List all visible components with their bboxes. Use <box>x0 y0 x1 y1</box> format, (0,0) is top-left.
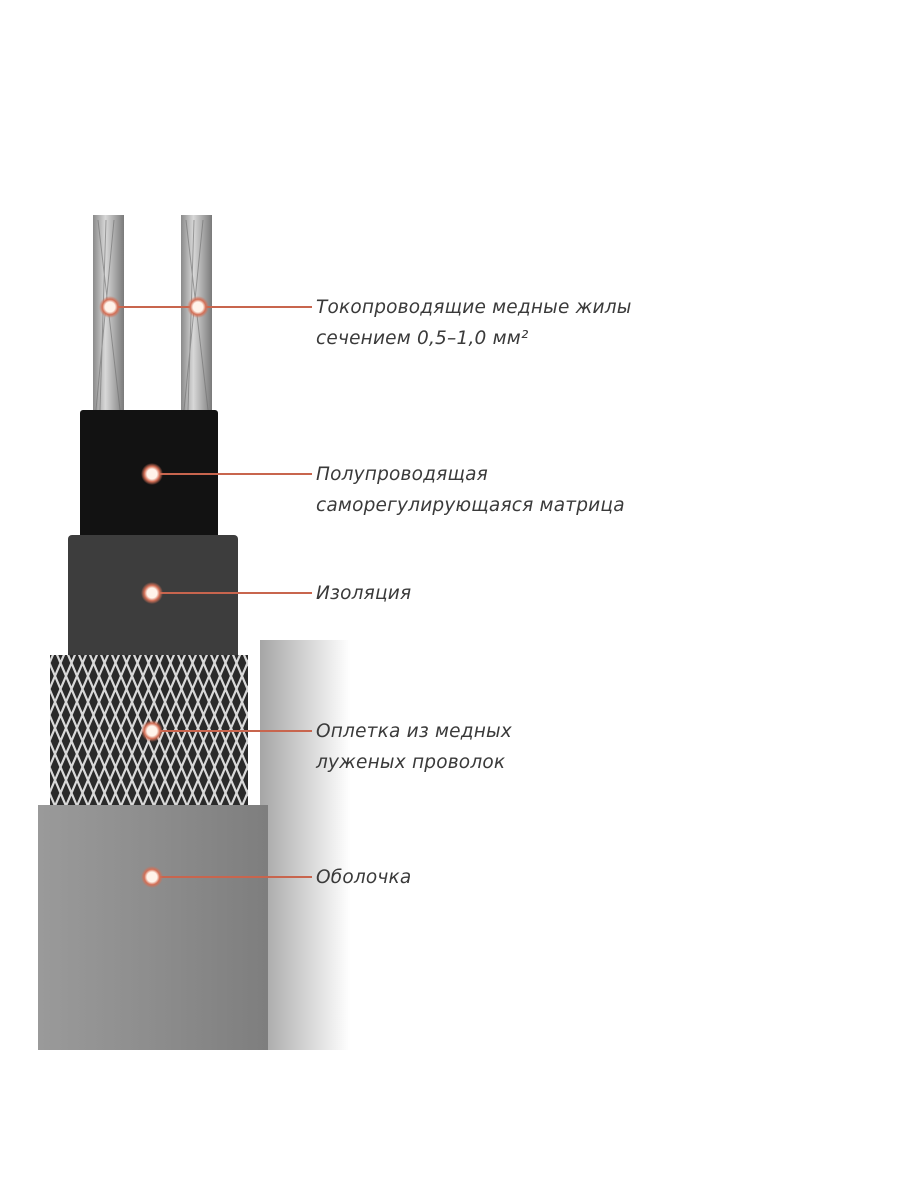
outer-sheath <box>38 805 268 1050</box>
label-line: сечением 0,5–1,0 мм² <box>316 328 529 349</box>
label-line: Оплетка из медных <box>316 721 512 742</box>
label-line: Изоляция <box>316 583 412 604</box>
label-line: саморегулирующаяся матрица <box>316 495 625 516</box>
label-matrix: Полупроводящая саморегулирующаяся матриц… <box>316 459 625 521</box>
cable-shadow <box>260 640 350 1050</box>
label-line: Токопроводящие медные жилы <box>316 297 632 318</box>
label-line: Полупроводящая <box>316 464 488 485</box>
label-line: луженых проволок <box>316 752 506 773</box>
label-line: Оболочка <box>316 867 412 888</box>
label-conductors: Токопроводящие медные жилы сечением 0,5–… <box>316 292 632 354</box>
leader-lines <box>110 306 312 878</box>
label-insulation: Изоляция <box>316 578 411 609</box>
label-sheath: Оболочка <box>316 862 411 893</box>
label-braid: Оплетка из медных луженых проволок <box>316 716 512 778</box>
marker-dots <box>99 296 209 888</box>
